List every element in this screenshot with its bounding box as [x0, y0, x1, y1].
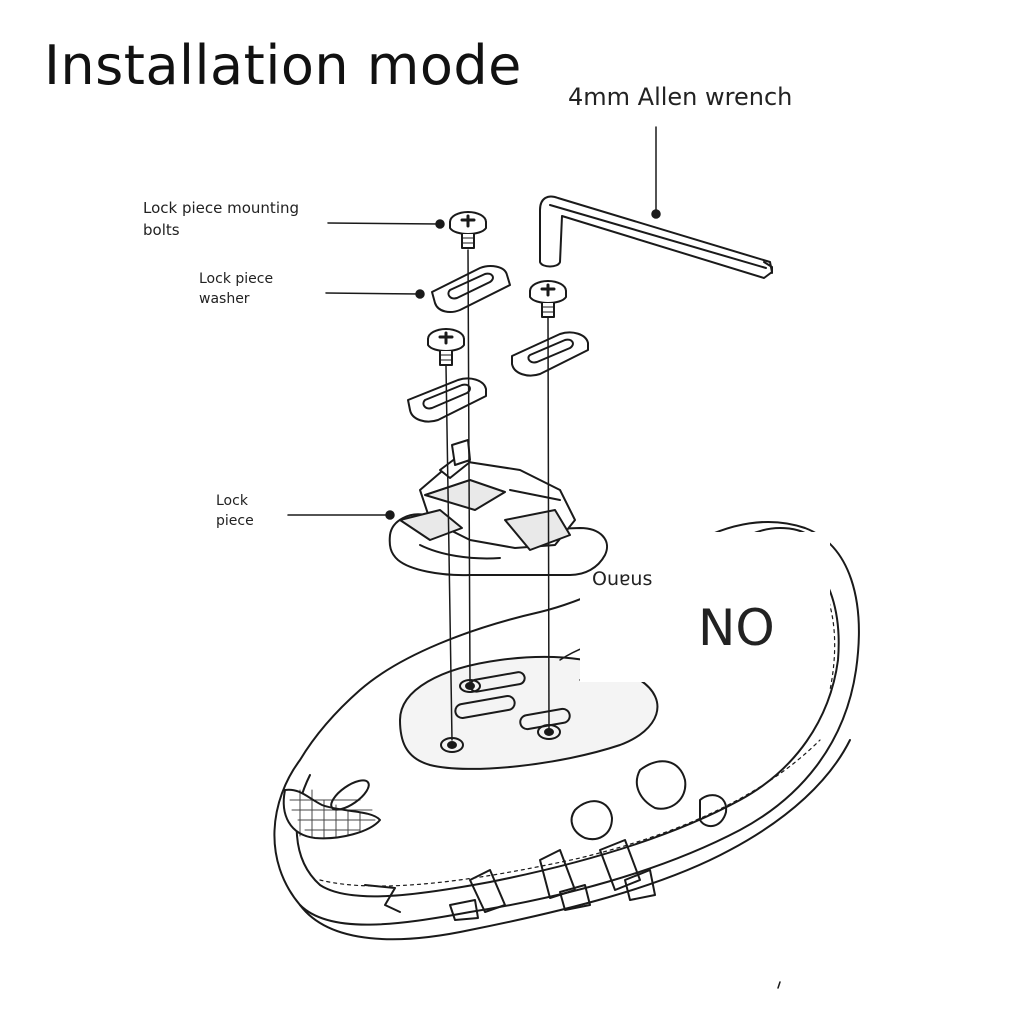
allen-wrench-label: 4mm Allen wrench	[568, 83, 793, 111]
cleat-plate-area	[399, 655, 659, 770]
lock-piece-label: Lock piece	[216, 491, 254, 531]
brand-mark: Ouɐus	[592, 568, 653, 590]
mounting-bolts-label-line2: bolts	[143, 221, 180, 239]
cleat-cutout-1	[424, 479, 506, 511]
cleat-cutout-2	[504, 509, 571, 551]
stray-mark	[777, 981, 781, 989]
bolt-3	[427, 328, 465, 366]
heel-slot	[330, 779, 370, 811]
washer-2	[511, 331, 589, 377]
washer-1	[431, 265, 511, 313]
bolt-1	[449, 211, 487, 249]
sole-rim	[295, 551, 840, 898]
washer-label-line1: Lock piece	[199, 271, 274, 287]
washer-label-line2: washer	[199, 291, 250, 307]
cleat-cutout-3	[399, 509, 463, 541]
heel-mesh	[289, 789, 376, 839]
page-title: Installation mode	[44, 34, 522, 97]
leader-lines	[287, 126, 661, 520]
washer-label: Lock piece washer	[199, 269, 273, 309]
toe-cutouts	[469, 760, 728, 913]
heel-chevron	[364, 884, 401, 913]
mounting-bolts-label-line1: Lock piece mounting	[143, 199, 300, 217]
toe-tread	[449, 869, 656, 921]
mounting-bolts-label: Lock piece mounting bolts	[143, 197, 299, 241]
bolt-2	[529, 280, 567, 318]
sole-slot-1	[454, 695, 516, 719]
allen-wrench	[539, 195, 773, 279]
lock-piece-label-line1: Lock	[216, 493, 248, 509]
sole-sidewall	[299, 739, 851, 941]
no-mark: NO	[698, 599, 775, 657]
assembly-axis-lines	[445, 249, 550, 741]
mounting-bolts	[427, 211, 567, 366]
lock-piece-label-line2: piece	[216, 513, 254, 529]
lock-piece	[388, 439, 608, 577]
